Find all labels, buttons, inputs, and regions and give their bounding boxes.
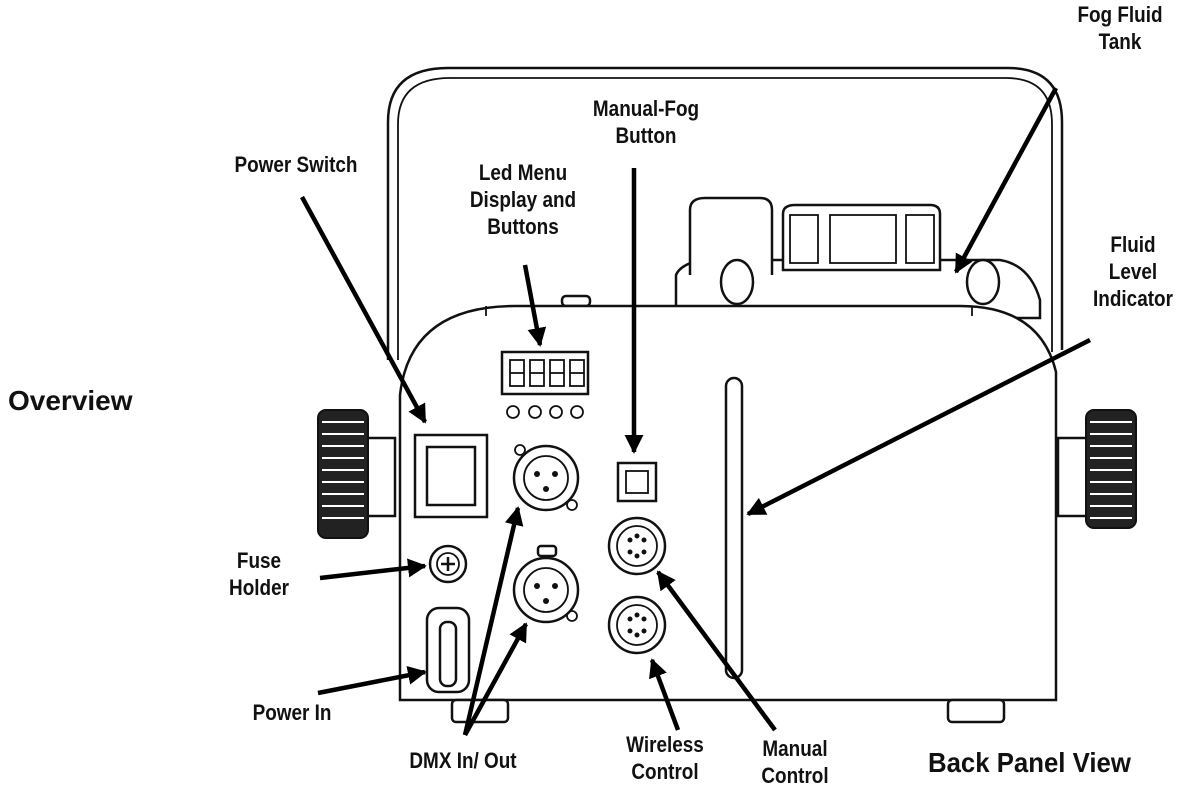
arrow-dmx-out <box>463 622 528 737</box>
right-knob <box>1056 409 1137 529</box>
handle-frame <box>386 66 1064 360</box>
dmx-in-connector <box>512 444 580 512</box>
arrow-fog-tank <box>954 86 1058 274</box>
arrow-led-menu <box>522 264 547 347</box>
fluid-level-slot <box>724 376 744 680</box>
arrow-manual-control <box>656 570 777 732</box>
label-fluid-level-indicator: Fluid Level Indicator <box>1093 232 1173 311</box>
fuse-holder <box>428 544 468 584</box>
label-fuse-holder: Fuse Holder <box>229 548 289 600</box>
label-fog-fluid-tank: Fog Fluid Tank <box>1077 2 1163 54</box>
arrow-power-switch <box>300 195 427 424</box>
manual-control-connector <box>607 516 667 576</box>
label-wireless-control: Wireless Control <box>626 732 704 784</box>
arrow-dmx-in <box>462 506 524 736</box>
label-manual-fog-button: Manual-Fog Button <box>592 96 700 148</box>
arrow-power-in <box>317 666 427 696</box>
dmx-out-connector <box>512 544 580 624</box>
manual-fog-button <box>616 461 658 503</box>
arrow-fuse-holder <box>319 558 427 581</box>
overview-title: Overview <box>8 385 133 416</box>
back-panel-view-title: Back Panel View <box>928 747 1131 778</box>
label-power-switch: Power Switch <box>234 152 358 177</box>
arrow-fluid-level <box>746 337 1092 517</box>
power-switch <box>413 433 489 519</box>
left-knob <box>317 409 397 539</box>
label-power-in: Power In <box>252 700 332 725</box>
label-manual-control: Manual Control <box>761 736 829 788</box>
label-dmx-in-out: DMX In/ Out <box>409 748 517 773</box>
label-led-menu: Led Menu Display and Buttons <box>469 160 577 239</box>
arrow-wireless <box>649 658 681 731</box>
power-in-connector <box>425 606 471 694</box>
led-display <box>500 350 590 419</box>
wireless-control-connector <box>607 595 667 655</box>
